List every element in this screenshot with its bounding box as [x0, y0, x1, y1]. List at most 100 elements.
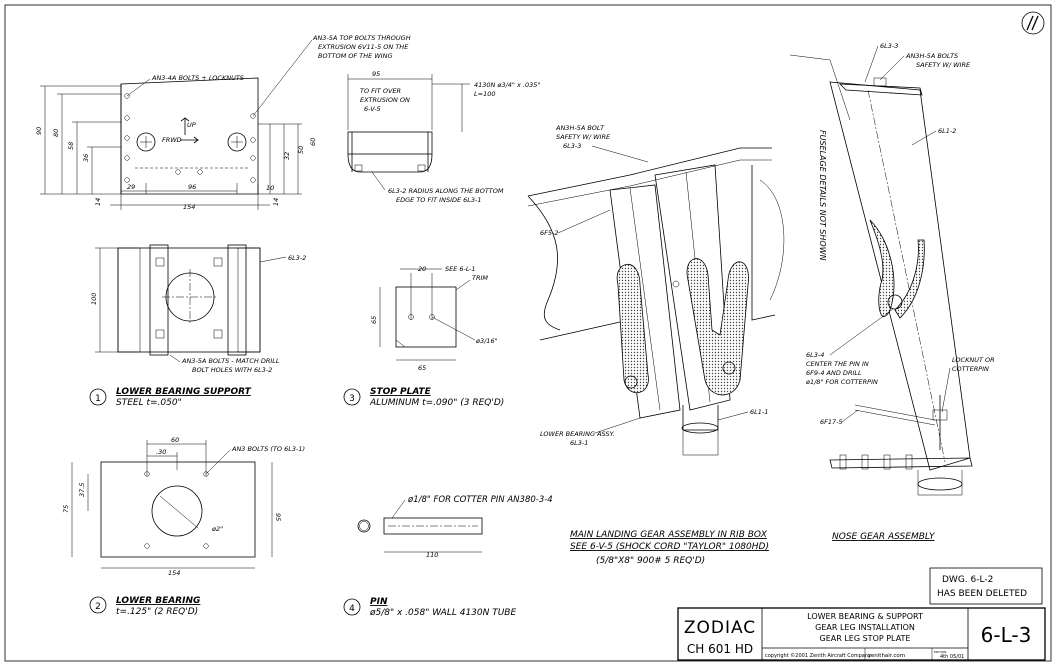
svg-text:AN3-4A BOLTS + LOCKNUTS: AN3-4A BOLTS + LOCKNUTS	[151, 74, 244, 82]
top-plate-view: UP FRWD AN3-4A BOLTS + LOCKNUTS AN3-5A T…	[35, 34, 411, 211]
svg-text:80: 80	[52, 129, 60, 137]
svg-text:6L3-3: 6L3-3	[880, 42, 898, 50]
svg-text:TRIM: TRIM	[472, 274, 488, 282]
svg-text:95: 95	[372, 70, 380, 78]
svg-text:6L3-4: 6L3-4	[806, 351, 824, 359]
svg-text:60: 60	[171, 436, 179, 444]
svg-text:96: 96	[188, 183, 196, 191]
svg-text:6L3-3: 6L3-3	[563, 142, 581, 150]
deleted-note: DWG. 6-L-2 HAS BEEN DELETED	[929, 567, 1043, 605]
svg-text:50: 50	[297, 146, 305, 154]
svg-text:10: 10	[266, 184, 274, 192]
svg-text:6L3-2 RADIUS ALONG THE BOTTOM: 6L3-2 RADIUS ALONG THE BOTTOM	[388, 187, 504, 195]
svg-text:6L1-2: 6L1-2	[938, 127, 956, 135]
svg-text:ø3/16": ø3/16"	[475, 337, 498, 345]
svg-text:6L3-1: 6L3-1	[570, 439, 588, 447]
svg-text:LOCKNUT OR: LOCKNUT OR	[952, 356, 995, 364]
svg-text:29: 29	[127, 183, 135, 191]
svg-text:COTTERPIN: COTTERPIN	[952, 365, 989, 373]
svg-text:TO FIT OVER: TO FIT OVER	[360, 87, 401, 95]
svg-text:GEAR LEG STOP PLATE: GEAR LEG STOP PLATE	[820, 634, 911, 643]
svg-text:AN3-5A BOLTS - MATCH DRILL: AN3-5A BOLTS - MATCH DRILL	[181, 357, 280, 365]
part1-lower-bearing-support: 100 6L3-2 AN3-5A BOLTS - MATCH DRILL BOL…	[89, 244, 306, 408]
svg-text:3: 3	[349, 394, 355, 404]
svg-text:AN3H-5A BOLT: AN3H-5A BOLT	[555, 124, 605, 132]
svg-text:AN3 BOLTS (TO 6L3-1): AN3 BOLTS (TO 6L3-1)	[231, 445, 305, 453]
svg-text:CH 601 HD: CH 601 HD	[687, 642, 753, 656]
svg-text:STEEL t=.050": STEEL t=.050"	[116, 398, 182, 408]
svg-text:GEAR LEG INSTALLATION: GEAR LEG INSTALLATION	[815, 623, 915, 632]
svg-text:6F9-4 AND DRILL: 6F9-4 AND DRILL	[806, 369, 862, 377]
svg-text:zenithair.com: zenithair.com	[868, 653, 905, 659]
svg-text:AN3-5A TOP BOLTS THROUGH: AN3-5A TOP BOLTS THROUGH	[312, 34, 411, 42]
svg-text:STOP PLATE: STOP PLATE	[370, 387, 432, 397]
svg-text:14: 14	[94, 198, 102, 206]
svg-text:4130N ø3/4" x .035": 4130N ø3/4" x .035"	[474, 81, 540, 89]
svg-text:2: 2	[95, 602, 101, 612]
part2-lower-bearing: 60 .30 AN3 BOLTS (TO 6L3-1) 75 37.5 95 ø…	[62, 436, 305, 617]
svg-text:60: 60	[309, 138, 317, 146]
svg-text:6-L-3: 6-L-3	[981, 623, 1032, 647]
svg-text:6L3-2: 6L3-2	[288, 254, 306, 262]
svg-text:NOSE GEAR ASSEMBLY: NOSE GEAR ASSEMBLY	[832, 532, 936, 542]
svg-text:CENTER THE PIN IN: CENTER THE PIN IN	[806, 360, 869, 368]
sheet-border	[4, 4, 1052, 662]
svg-text:95: 95	[274, 513, 282, 521]
svg-text:ø1/8" FOR COTTERPIN: ø1/8" FOR COTTERPIN	[805, 378, 878, 386]
svg-text:4th 05/01: 4th 05/01	[940, 654, 964, 660]
svg-text:FUSELAGE DETAILS NOT SHOWN: FUSELAGE DETAILS NOT SHOWN	[818, 130, 827, 261]
svg-text:65: 65	[370, 316, 378, 324]
side-bracket-view: 95 TO FIT OVER EXTRUSION ON 6-V-5 4130N …	[347, 70, 540, 204]
zenith-logo: Z	[1021, 11, 1045, 35]
svg-text:EDITION: EDITION	[934, 650, 946, 654]
svg-text:SEE 6-L-1: SEE 6-L-1	[445, 265, 476, 273]
svg-text:37.5: 37.5	[78, 483, 86, 497]
svg-text:.30: .30	[156, 448, 166, 456]
svg-text:ø2": ø2"	[211, 525, 223, 533]
svg-text:154: 154	[183, 203, 195, 211]
svg-text:L=100: L=100	[474, 90, 495, 98]
svg-text:(5/8"X8" 900# 5 REQ'D): (5/8"X8" 900# 5 REQ'D)	[596, 556, 705, 566]
svg-text:ø1/8" FOR COTTER PIN AN380-3-4: ø1/8" FOR COTTER PIN AN380-3-4	[407, 495, 553, 505]
svg-text:SAFETY W/ WIRE: SAFETY W/ WIRE	[916, 61, 971, 69]
svg-text:100: 100	[90, 293, 98, 305]
svg-text:6L1-1: 6L1-1	[750, 408, 768, 416]
svg-text:PIN: PIN	[370, 597, 388, 607]
svg-text:EXTRUSION ON: EXTRUSION ON	[360, 96, 410, 104]
svg-text:EDGE TO FIT INSIDE 6L3-1: EDGE TO FIT INSIDE 6L3-1	[396, 196, 482, 204]
part4-pin: ø1/8" FOR COTTER PIN AN380-3-4 110 4 PIN…	[343, 495, 553, 618]
svg-text:20: 20	[418, 265, 426, 273]
svg-text:14: 14	[272, 198, 280, 206]
svg-text:LOWER BEARING ASSY.: LOWER BEARING ASSY.	[540, 430, 615, 438]
svg-text:6F17-5: 6F17-5	[820, 418, 843, 426]
svg-text:LOWER BEARING & SUPPORT: LOWER BEARING & SUPPORT	[807, 612, 923, 621]
svg-text:HAS BEEN DELETED: HAS BEEN DELETED	[937, 589, 1027, 599]
nose-gear-assembly: 6L3-3 AN3H-5A BOLTS SAFETY W/ WIRE 6L1-2…	[789, 42, 995, 542]
svg-text:AN3H-5A BOLTS: AN3H-5A BOLTS	[905, 52, 958, 60]
svg-text:4: 4	[349, 604, 355, 614]
svg-text:6-V-5: 6-V-5	[364, 105, 381, 113]
svg-text:ZODIAC: ZODIAC	[684, 618, 756, 638]
svg-text:6F5-2: 6F5-2	[540, 229, 559, 237]
svg-text:DWG. 6-L-2: DWG. 6-L-2	[942, 575, 993, 585]
svg-text:65: 65	[418, 364, 426, 372]
svg-text:90: 90	[35, 127, 43, 135]
svg-text:UP: UP	[187, 121, 196, 129]
svg-text:36: 36	[82, 154, 90, 162]
svg-text:1: 1	[95, 394, 101, 404]
svg-text:75: 75	[62, 505, 70, 513]
svg-text:BOTTOM OF THE WING: BOTTOM OF THE WING	[318, 52, 393, 60]
svg-text:LOWER BEARING SUPPORT: LOWER BEARING SUPPORT	[116, 387, 252, 397]
svg-text:t=.125" (2 REQ'D): t=.125" (2 REQ'D)	[116, 607, 198, 617]
svg-text:ALUMINUM t=.090" (3 REQ'D): ALUMINUM t=.090" (3 REQ'D)	[369, 398, 504, 408]
part3-stop-plate: 20 SEE 6-L-1 TRIM 65 65 ø3/16" 3 STOP PL…	[343, 265, 504, 408]
svg-text:FRWD: FRWD	[162, 136, 182, 144]
title-block: ZODIAC CH 601 HD LOWER BEARING & SUPPORT…	[677, 607, 1046, 661]
main-gear-assembly: AN3H-5A BOLT SAFETY W/ WIRE 6L3-3 6F5-2 …	[527, 124, 785, 566]
svg-text:ø5/8" x .058" WALL 4130N TUBE: ø5/8" x .058" WALL 4130N TUBE	[369, 608, 516, 618]
svg-text:MAIN LANDING GEAR ASSEMBLY IN: MAIN LANDING GEAR ASSEMBLY IN RIB BOX	[570, 530, 768, 540]
svg-text:LOWER BEARING: LOWER BEARING	[116, 596, 200, 606]
svg-text:copyright ©2001 Zenith Aircraf: copyright ©2001 Zenith Aircraft Company	[765, 652, 871, 659]
svg-text:110: 110	[426, 551, 438, 559]
